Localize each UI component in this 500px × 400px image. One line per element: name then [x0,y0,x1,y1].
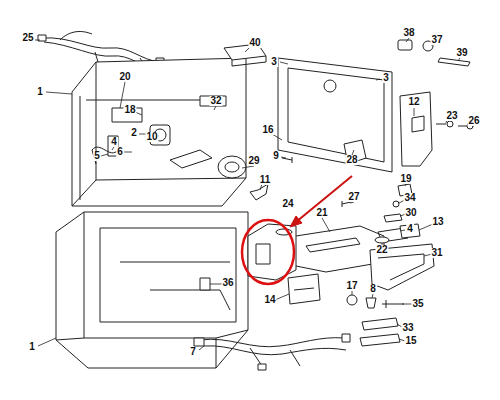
callout-number: 17 [345,281,358,291]
callout-number: 30 [404,208,417,218]
callout-number: 5 [93,151,101,161]
callout-number: 18 [123,105,136,115]
callout-number: 13 [431,217,444,227]
callout-number: 2 [130,128,138,138]
callout-number: 32 [209,96,222,106]
callout-number: 36 [221,278,234,288]
callout-number: 10 [145,132,158,142]
callout-number: 11 [259,175,272,185]
callout-number: 23 [445,111,458,121]
callout-number: 39 [455,48,468,58]
callout-number: 1 [36,87,44,97]
callout-number: 1 [28,342,36,352]
callout-number: 21 [315,208,328,218]
callout-number: 34 [403,193,416,203]
callout-number: 14 [263,295,276,305]
callout-number: 38 [402,28,415,38]
callout-number: 27 [347,192,360,202]
callout-number: 28 [345,155,358,165]
callout-number: 19 [399,174,412,184]
callout-number: 6 [116,147,124,157]
callout-number: 3 [382,73,390,83]
callout-number: 4 [406,224,414,234]
callout-number: 15 [404,336,417,346]
callout-number: 37 [430,35,443,45]
callout-number: 40 [248,38,261,48]
callout-number: 20 [118,72,131,82]
callout-number: 3 [270,57,278,67]
callout-number: 29 [247,156,260,166]
callout-number: 22 [375,245,388,255]
callout-number: 4 [110,137,118,147]
callout-number: 24 [281,199,294,209]
callout-number: 7 [189,347,197,357]
callout-number: 16 [261,125,274,135]
callout-number: 33 [401,323,414,333]
callout-number: 12 [407,97,420,107]
callout-number: 35 [411,299,424,309]
callout-number: 26 [467,116,480,126]
callout-number: 9 [272,151,280,161]
callout-number: 31 [430,248,443,258]
callout-number: 25 [21,33,34,43]
callout-number: 8 [369,284,377,294]
